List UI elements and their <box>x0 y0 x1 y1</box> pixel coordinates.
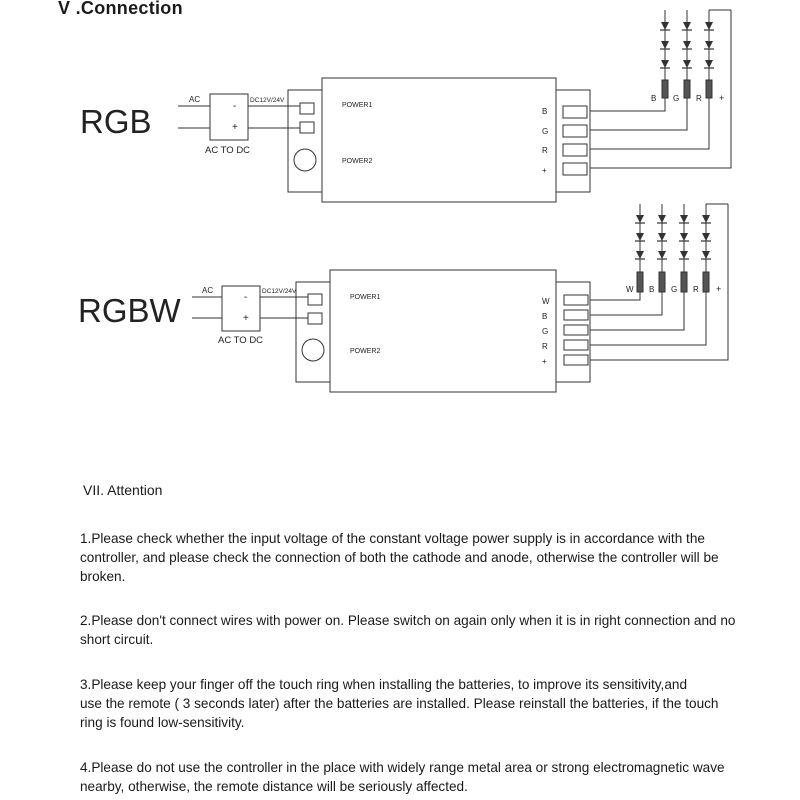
svg-text:G: G <box>671 285 677 294</box>
svg-text:-: - <box>233 101 236 112</box>
svg-text:W: W <box>626 285 634 294</box>
attention-item-4: 4.Please do not use the controller in th… <box>80 760 725 794</box>
svg-text:W: W <box>542 297 550 306</box>
svg-text:POWER1: POWER1 <box>342 102 372 109</box>
rgbw-ac-label: AC <box>202 286 213 295</box>
rgb-acdc-label: AC TO DC <box>205 145 250 156</box>
svg-text:G: G <box>673 94 679 103</box>
svg-text:B: B <box>651 94 656 103</box>
svg-text:B: B <box>542 312 547 321</box>
svg-text:POWER1: POWER1 <box>350 294 380 301</box>
rgbw-controller <box>329 269 557 393</box>
rgbw-diagram: RGBW AC - + AC TO DC DC12V/24V POWER1 PO… <box>78 203 729 393</box>
rgb-ac-label: AC <box>189 95 200 104</box>
rgbw-acdc-box <box>221 285 261 332</box>
svg-text:+: + <box>542 357 547 366</box>
connection-diagram: RGB AC - + AC TO DC DC12V/24V POWER1 POW… <box>78 9 732 393</box>
svg-text:+: + <box>232 122 238 133</box>
svg-text:+: + <box>719 93 724 103</box>
rgbw-acdc-label: AC TO DC <box>218 335 263 346</box>
attention-title: VII. Attention <box>83 482 163 498</box>
svg-text:POWER2: POWER2 <box>350 348 380 355</box>
rgb-diagram: RGB AC - + AC TO DC DC12V/24V POWER1 POW… <box>80 9 732 203</box>
svg-text:+: + <box>243 313 249 324</box>
svg-text:+: + <box>542 166 547 175</box>
attention-item-1: 1.Please check whether the input voltage… <box>80 531 719 584</box>
rgbw-dc-label: DC12V/24V <box>262 288 297 295</box>
svg-text:R: R <box>693 285 699 294</box>
svg-text:G: G <box>542 327 548 336</box>
svg-text:+: + <box>716 284 721 294</box>
svg-text:POWER2: POWER2 <box>342 158 372 165</box>
svg-text:B: B <box>649 285 654 294</box>
attention-item-3: 3.Please keep your finger off the touch … <box>80 677 719 730</box>
svg-text:-: - <box>244 292 247 303</box>
rgb-label: RGB <box>80 103 152 140</box>
svg-text:R: R <box>542 342 548 351</box>
svg-text:G: G <box>542 127 548 136</box>
svg-text:B: B <box>542 107 547 116</box>
section-title: V .Connection <box>58 0 183 18</box>
attention-item-2: 2.Please don't connect wires with power … <box>80 613 736 647</box>
rgb-acdc-box <box>209 93 249 141</box>
rgb-dc-label: DC12V/24V <box>250 97 285 104</box>
svg-text:R: R <box>696 94 702 103</box>
svg-text:R: R <box>542 146 548 155</box>
rgbw-label: RGBW <box>78 292 182 329</box>
rgb-controller <box>321 77 557 203</box>
